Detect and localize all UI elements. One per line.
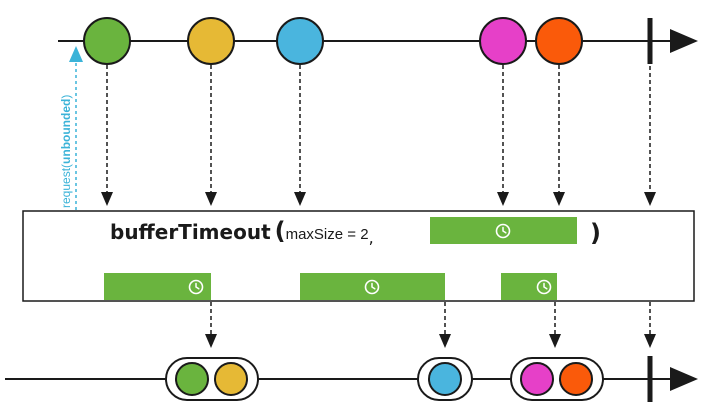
operator-box: bufferTimeout(maxSize = 2, ): [22, 210, 695, 302]
output-buffer-2: [417, 357, 473, 401]
timeout-bar: [501, 273, 557, 300]
request-label-suffix: ): [59, 95, 73, 99]
operator-close-paren: ): [590, 219, 601, 247]
operator-to-output-arrowheads: [205, 334, 656, 348]
clock-icon: [495, 223, 511, 239]
arrowhead-yellow-in: [205, 192, 217, 206]
input-to-operator-arrows: [106, 65, 651, 194]
input-to-operator-arrowheads: [101, 192, 656, 206]
output-buffer-3: [510, 357, 604, 401]
arrowhead-orange-in: [553, 192, 565, 206]
arrowhead-complete-out: [644, 334, 656, 348]
request-indicator: request(unbounded): [59, 46, 83, 210]
request-arrowhead: [69, 46, 83, 62]
arrowhead-green-in: [101, 192, 113, 206]
output-timeline: [5, 356, 698, 402]
request-label-prefix: request(: [59, 164, 73, 208]
arrowhead-buffer-2-out: [439, 334, 451, 348]
input-marble-blue: [276, 17, 324, 65]
output-marble-green: [175, 362, 209, 396]
timeout-parameter: [430, 217, 577, 244]
arrowhead-blue-in: [294, 192, 306, 206]
input-marble-green: [83, 17, 131, 65]
operator-to-output-arrows: [210, 302, 651, 336]
input-marble-yellow: [187, 17, 235, 65]
operator-separator: ,: [369, 228, 374, 247]
arrowhead-complete-in: [644, 192, 656, 206]
output-timeline-arrowhead: [670, 367, 698, 391]
clock-icon: [536, 279, 552, 295]
input-marble-magenta: [479, 17, 527, 65]
arrowhead-magenta-in: [497, 192, 509, 206]
output-marble-orange: [559, 362, 593, 396]
operator-param-label: maxSize = 2: [286, 226, 369, 243]
input-timeline: [58, 17, 698, 65]
clock-icon: [188, 279, 204, 295]
output-buffer-1: [165, 357, 259, 401]
operator-name: bufferTimeout: [110, 220, 271, 244]
input-marble-orange: [535, 17, 583, 65]
operator-open-paren: (: [275, 217, 286, 245]
input-timeline-arrowhead: [670, 29, 698, 53]
timeout-window-2: [300, 273, 445, 300]
timeout-window-3: [501, 273, 557, 300]
output-marble-blue: [428, 362, 462, 396]
arrowhead-buffer-1-out: [205, 334, 217, 348]
output-marble-yellow: [214, 362, 248, 396]
output-marble-magenta: [520, 362, 554, 396]
timeout-window-1: [104, 273, 211, 300]
timeout-bar: [104, 273, 211, 300]
arrowhead-buffer-3-out: [549, 334, 561, 348]
operator-title: bufferTimeout(maxSize = 2,: [110, 217, 374, 247]
request-label: request(unbounded): [59, 95, 73, 208]
clock-icon: [364, 279, 380, 295]
request-label-value: unbounded: [59, 99, 73, 164]
